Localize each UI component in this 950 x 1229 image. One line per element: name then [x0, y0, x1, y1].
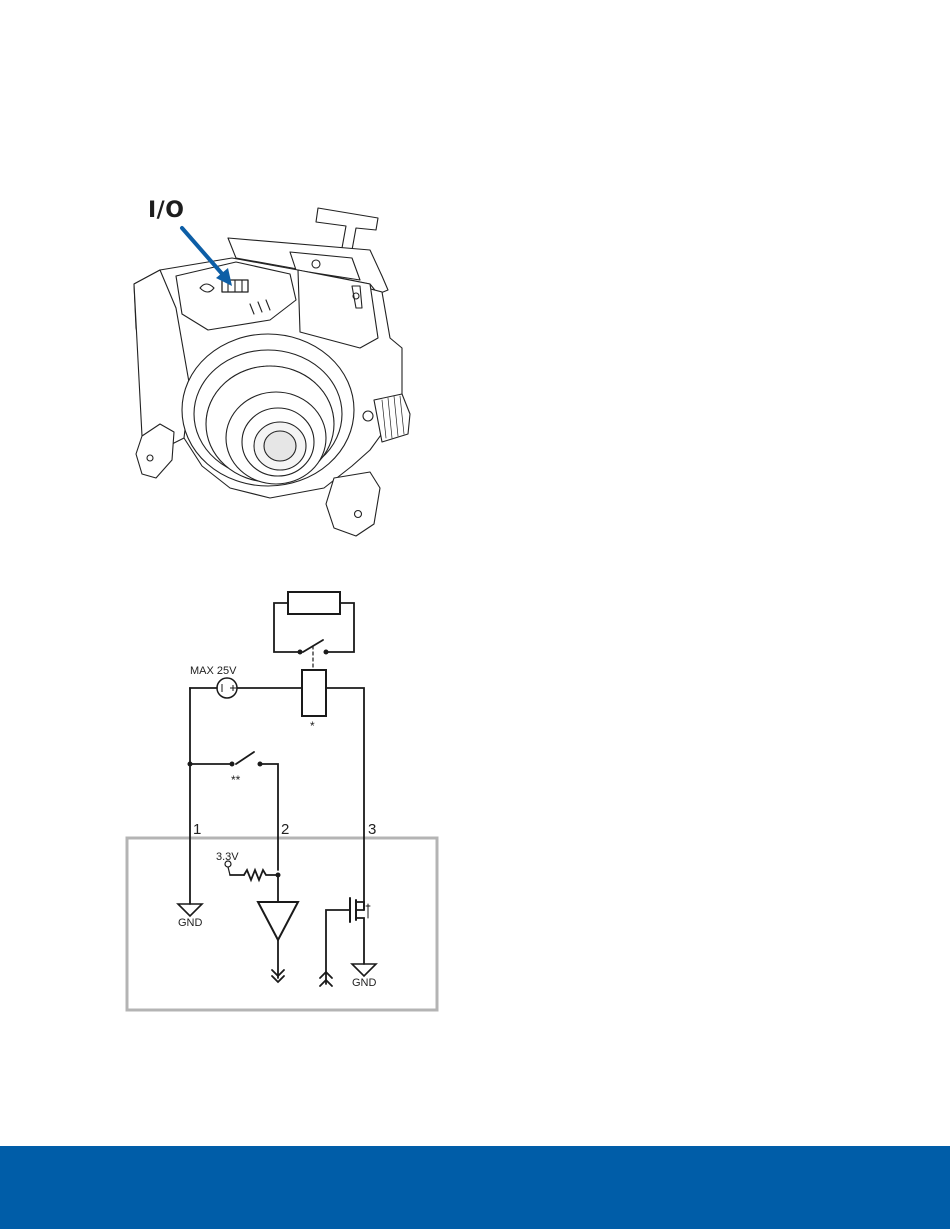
camera-drawing [120, 188, 420, 546]
terminal-2-label: 2 [281, 821, 289, 838]
ground-label-right: GND [352, 977, 377, 989]
relay-coil [302, 670, 326, 716]
ground-symbol-right [352, 964, 376, 976]
camera-io-box [127, 838, 437, 1010]
relay-note: * [310, 719, 315, 733]
terminal-3-label: 3 [368, 821, 376, 838]
load-resistor [288, 592, 340, 614]
io-wiring-schematic: MAX 25V * ** 1 2 3 3.3V GND GND [120, 580, 450, 1020]
input-buffer [258, 902, 298, 940]
switch-note: ** [231, 773, 241, 787]
ground-symbol-left [178, 904, 202, 916]
voltage-label: MAX 25V [190, 665, 237, 677]
terminal-1-label: 1 [193, 821, 201, 838]
ground-label-left: GND [178, 917, 203, 929]
pullup-voltage-label: 3.3V [216, 851, 239, 863]
mount-handle [316, 208, 378, 250]
footer-band [0, 1146, 950, 1229]
